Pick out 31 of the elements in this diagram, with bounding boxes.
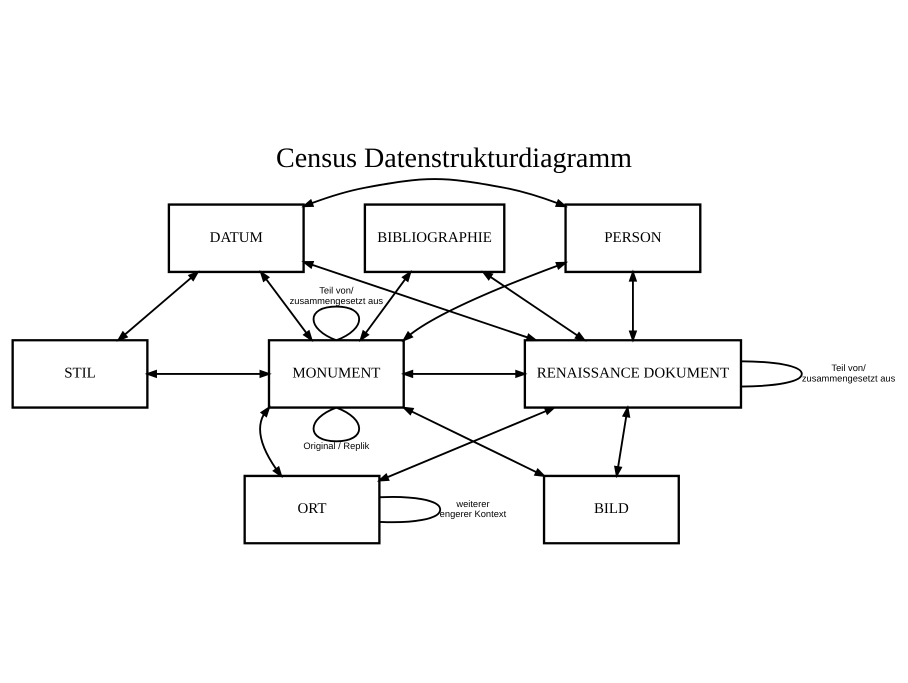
arrow [116, 270, 200, 342]
arrow [401, 406, 547, 477]
arrow [614, 404, 630, 478]
connector [380, 496, 442, 523]
connector [741, 360, 803, 387]
node-box: RENAISSANCE DOKUMENT [524, 338, 742, 408]
arrow [402, 261, 568, 342]
node-box: PERSON [564, 202, 702, 273]
node-box: STIL [11, 338, 149, 408]
arrow [144, 369, 272, 378]
diagram-title: Census Datenstrukturdiagramm [276, 142, 632, 174]
node-box: BILD [542, 474, 680, 544]
connector [312, 406, 360, 442]
edge-label: Teil von/ zusammengesetzt aus [290, 284, 384, 306]
arrow [376, 406, 557, 482]
arrow [301, 260, 538, 341]
node-box: DATUM [168, 202, 305, 273]
arrow [481, 270, 587, 342]
arrow [359, 270, 412, 342]
node-box: BIBLIOGRAPHIE [364, 202, 506, 273]
arrow [259, 404, 283, 478]
edge-label: Original / Replik [303, 440, 370, 450]
arrow [301, 178, 568, 207]
arrow [628, 268, 638, 342]
arrow [259, 270, 314, 342]
edge-label: Teil von/ zusammengesetzt aus [802, 362, 896, 383]
connector [312, 305, 360, 341]
edge-label: weiterer engerer Kontext [440, 498, 506, 519]
node-box: ORT [244, 474, 381, 544]
arrow [401, 369, 528, 378]
node-box: MONUMENT [268, 338, 405, 408]
